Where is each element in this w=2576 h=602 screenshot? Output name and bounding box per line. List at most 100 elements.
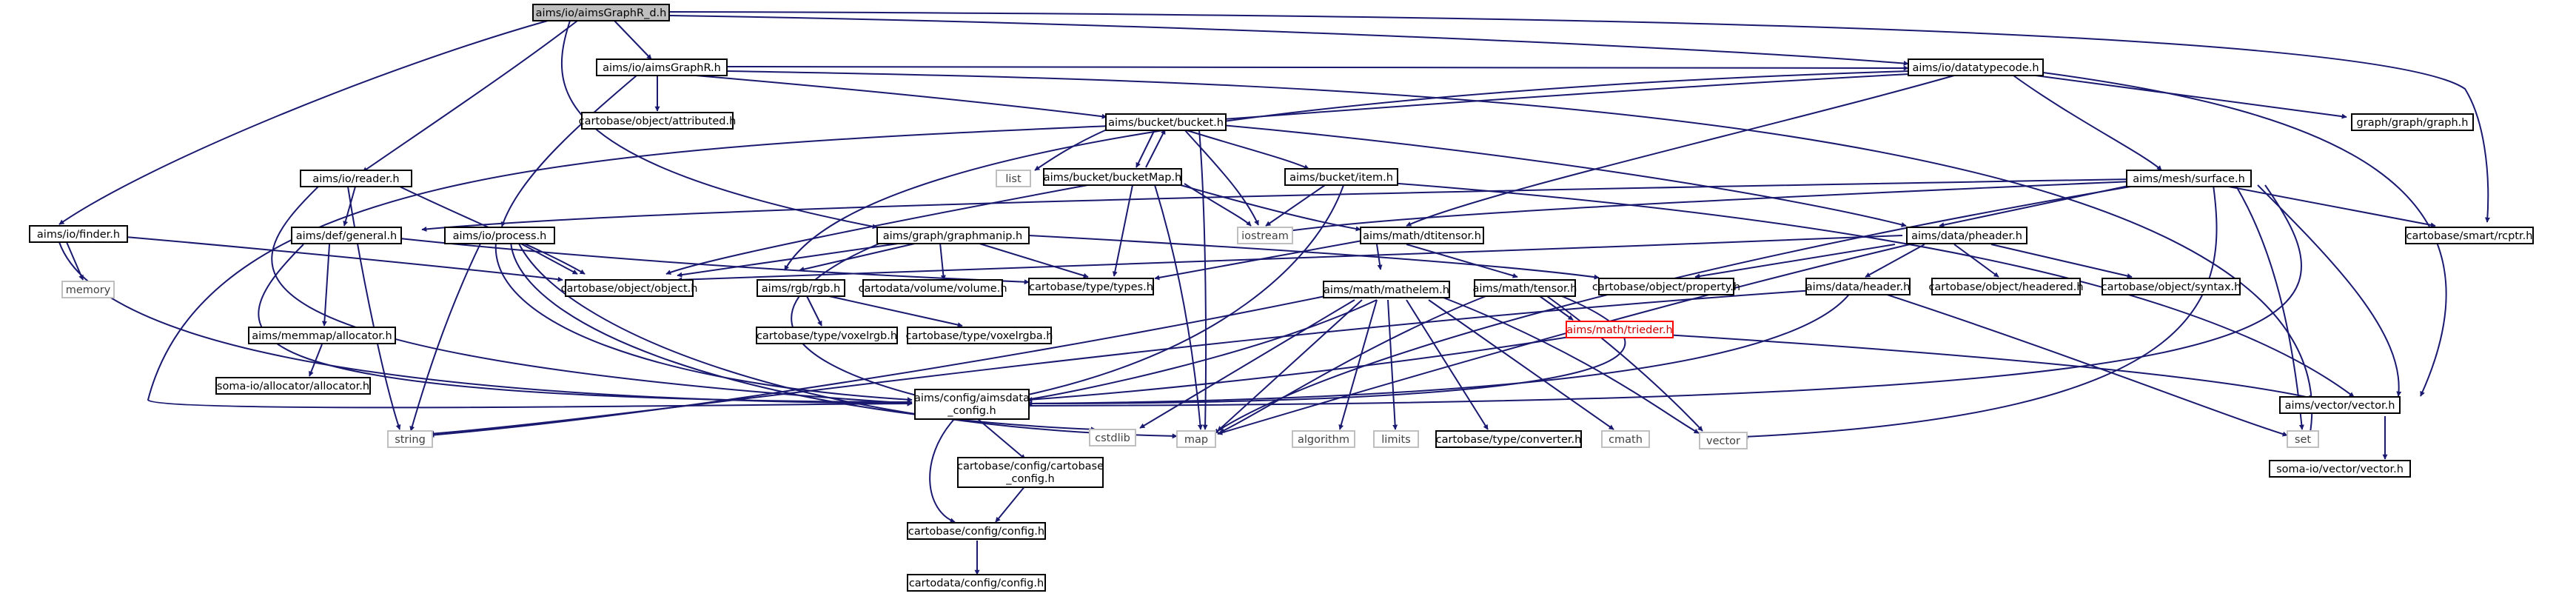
edge-bucketmap-map [1154,184,1203,430]
edge-aimsdataconfig-configh [929,418,956,524]
node-surface[interactable]: aims/mesh/surface.h [2126,170,2252,187]
node-reader[interactable]: aims/io/reader.h [300,170,412,187]
node-bucket[interactable]: aims/bucket/bucket.h [1105,113,1227,131]
edge-surface-set [2235,184,2304,430]
edge-aimsgraphr-datatypecode [726,65,1909,71]
node-set[interactable]: set [2287,430,2319,448]
node-attributed[interactable]: cartobase/object/attributed.h [579,112,737,130]
node-soma-allocator[interactable]: soma-io/allocator/allocator.h [215,377,371,395]
node-graph-label: graph/graph/graph.h [2357,117,2469,129]
edge-aimsdataconfig-cartobaseconfig [976,418,1026,460]
edge-surface-rcptr [2220,184,2436,228]
edge-surface-aimsdataconfig [1024,184,2302,409]
node-general[interactable]: aims/def/general.h [291,227,402,244]
node-tensor[interactable]: aims/math/tensor.h [1473,279,1577,297]
edge-mathelem-vector [1443,297,1700,434]
node-voxelrgba[interactable]: cartobase/type/voxelrgba.h [906,327,1053,344]
node-reader-label: aims/io/reader.h [312,173,399,185]
node-soma-allocator-label: soma-io/allocator/allocator.h [217,381,369,392]
node-dtitensor[interactable]: aims/math/dtitensor.h [1360,227,1484,244]
node-graphmanip[interactable]: aims/graph/graphmanip.h [876,227,1030,244]
edge-graphmanip-types [976,242,1089,278]
edge-datatypecode-surface [2013,75,2162,171]
node-vectorh[interactable]: aims/vector/vector.h [2279,396,2401,414]
node-configh[interactable]: cartobase/config/config.h [907,522,1046,540]
edge-surface-general [421,178,2133,232]
edge-bucket-bucketmap [1136,129,1155,168]
node-process[interactable]: aims/io/process.h [444,227,555,244]
node-object[interactable]: cartobase/object/object.h [561,279,698,297]
node-finder[interactable]: aims/io/finder.h [29,225,128,243]
node-surface-label: aims/mesh/surface.h [2133,173,2245,185]
edge-cartobaseconfig-configh [995,481,1030,523]
node-map[interactable]: map [1176,430,1216,448]
node-trieder[interactable]: aims/math/trieder.h [1566,321,1674,338]
node-iostream[interactable]: iostream [1237,227,1293,244]
edge-bucketmap-types [1112,184,1133,277]
node-aimsgraphr[interactable]: aims/io/aimsGraphR.h [596,58,728,76]
node-cartobase-config[interactable]: cartobase/config/cartobase _config.h [957,457,1104,488]
node-header[interactable]: aims/data/header.h [1805,278,1911,295]
edge-surface-vector [1743,184,2218,440]
node-rgb[interactable]: aims/rgb/rgb.h [757,279,845,297]
node-mathelem[interactable]: aims/math/mathelem.h [1323,281,1450,298]
node-syntax[interactable]: cartobase/object/syntax.h [2102,278,2241,295]
node-string-label: string [395,434,426,446]
node-types[interactable]: cartobase/type/types.h [1028,278,1154,295]
node-headered[interactable]: cartobase/object/headered.h [1928,278,2084,295]
edge-tensor-map [1219,292,1496,433]
node-cartodataconfig[interactable]: cartodata/config/config.h [907,574,1046,592]
node-pheader[interactable]: aims/data/pheader.h [1906,227,2027,244]
node-algorithm[interactable]: algorithm [1292,430,1355,448]
node-cstdlib[interactable]: cstdlib [1089,429,1136,447]
node-limits[interactable]: limits [1373,430,1419,448]
node-rcptr[interactable]: cartobase/smart/rcptr.h [2405,227,2534,244]
edge-graphmanip-volume [939,242,946,281]
node-cartodataconfig-label: cartodata/config/config.h [909,578,1044,589]
edge-datatypecode-dtitensor [1406,75,1955,227]
node-configh-label: cartobase/config/config.h [908,526,1044,538]
node-string[interactable]: string [387,430,433,448]
node-root-label: aims/io/aimsGraphR_d.h [536,7,667,19]
edge-graphmanip-property [1028,235,1600,280]
edge-root-reader [362,20,578,173]
node-cmath[interactable]: cmath [1601,430,1650,448]
node-aimsdata-config[interactable]: aims/config/aimsdata _config.h [914,389,1030,420]
node-volume[interactable]: cartodata/volume/volume.h [858,279,1007,297]
node-item[interactable]: aims/bucket/item.h [1284,168,1398,186]
edge-graphmanip-object [677,242,904,278]
node-allocator[interactable]: aims/memmap/allocator.h [248,327,396,344]
node-root[interactable]: aims/io/aimsGraphR_d.h [532,4,670,21]
edge-process-map [517,241,1178,439]
node-vector[interactable]: vector [1699,432,1748,449]
node-converter[interactable]: cartobase/type/converter.h [1435,430,1582,448]
edge-aimsgraphr-bucket [695,75,1107,119]
node-cstdlib-label: cstdlib [1095,432,1130,444]
edge-item-aimsdataconfig [1013,184,1344,400]
node-vectorh-label: aims/vector/vector.h [2285,400,2395,412]
node-object-label: cartobase/object/object.h [561,283,698,295]
node-datatypecode-label: aims/io/datatypecode.h [1912,62,2039,74]
edge-bucket-aimsdataconfig [147,125,1111,409]
edge-mathelem-cstdlib [1139,299,1355,429]
node-datatypecode[interactable]: aims/io/datatypecode.h [1908,58,2044,76]
node-bucketmap-label: aims/bucket/bucketMap.h [1044,172,1181,184]
edge-datatypecode-rgb [784,70,1911,271]
node-bucketmap[interactable]: aims/bucket/bucketMap.h [1043,168,1182,186]
node-property[interactable]: cartobase/object/property.h [1592,278,1740,295]
node-somavector[interactable]: soma-io/vector/vector.h [2269,460,2411,478]
edge-dtitensor-mathelem [1376,244,1383,270]
node-memory[interactable]: memory [61,281,115,298]
edge-general-allocator [321,244,330,327]
node-somavector-label: soma-io/vector/vector.h [2276,464,2404,475]
edge-allocator-somaalloc [309,344,323,377]
node-process-label: aims/io/process.h [453,230,547,242]
edge-pheader-syntax [1990,244,2133,278]
nodes: aims/io/aimsGraphR_d.h aims/io/datatypec… [29,4,2534,592]
node-graph[interactable]: graph/graph/graph.h [2351,113,2474,131]
node-list[interactable]: list [996,170,1031,187]
edge-process-string [409,241,482,432]
node-voxelrgb[interactable]: cartobase/type/voxelrgb.h [756,327,898,344]
edge-root-finder [58,20,549,225]
node-iostream-label: iostream [1241,230,1289,242]
